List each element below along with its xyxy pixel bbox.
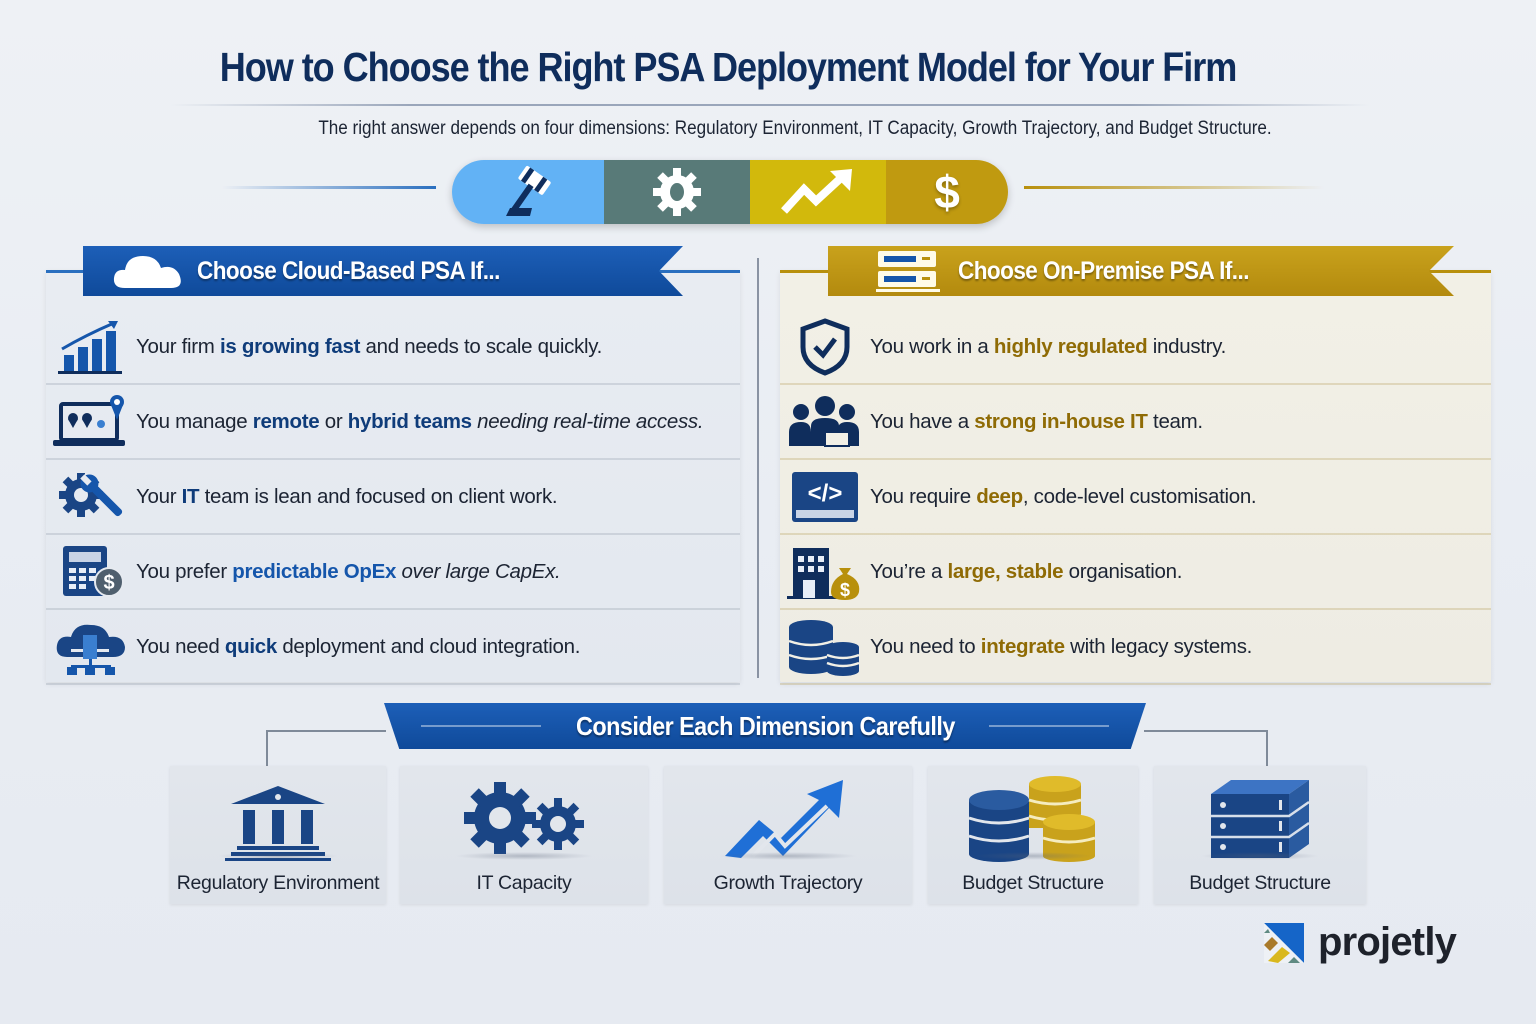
connector-line-right [1144, 730, 1268, 766]
premise-criterion-row: $ You’re a large, stable organisation. [780, 535, 1491, 610]
cloud-criterion-row: Your IT team is lean and focused on clie… [46, 460, 740, 535]
cloud-criterion-row: $ You prefer predictable OpEx over large… [46, 535, 740, 610]
on-premise-panel: You work in a highly regulated industry.… [780, 270, 1491, 685]
dimension-card-it-capacity: IT Capacity [400, 766, 648, 904]
icon-bar-left-line [222, 186, 436, 189]
gavel-icon [452, 160, 604, 224]
svg-text:</>: </> [808, 480, 843, 507]
dimension-card-growth: Growth Trajectory [664, 766, 912, 904]
coin-stacks-icon [928, 766, 1138, 862]
dimension-label: Budget Structure [962, 872, 1104, 894]
gear-wrench-icon [46, 467, 136, 527]
calculator-dollar-icon: $ [46, 542, 136, 602]
icon-bar-right-line [1024, 186, 1324, 189]
svg-text:$: $ [840, 580, 850, 600]
on-premise-title: Choose On-Premise PSA If... [958, 256, 1249, 285]
dimension-card-regulatory: Regulatory Environment [170, 766, 386, 904]
dimensions-title: Consider Each Dimension Carefully [575, 710, 955, 741]
code-window-icon: </> [780, 470, 870, 524]
dimension-label: Budget Structure [1189, 872, 1331, 894]
premise-criterion-row: </> You require deep, code-level customi… [780, 460, 1491, 535]
title-divider [170, 104, 1370, 106]
dimension-icon-bar: $ [452, 160, 1008, 224]
cloud-based-header: Choose Cloud-Based PSA If... [83, 246, 683, 296]
on-premise-header: Choose On-Premise PSA If... [828, 246, 1454, 296]
svg-text:$: $ [103, 572, 114, 594]
brand-logo: projetly [1262, 920, 1457, 965]
trend-up-arrow-icon [750, 160, 886, 224]
projetly-logo-icon [1264, 922, 1304, 963]
cloud-based-title: Choose Cloud-Based PSA If... [197, 256, 500, 285]
premise-criterion-row: You have a strong in-house IT team. [780, 385, 1491, 460]
cloud-criterion-row: You manage remote or hybrid teams needin… [46, 385, 740, 460]
cloud-icon [111, 252, 185, 290]
dimensions-header: Consider Each Dimension Carefully [384, 703, 1146, 749]
cloud-network-icon [46, 617, 136, 677]
it-team-icon [780, 394, 870, 450]
connector-line-left [266, 730, 386, 766]
gears-icon [400, 766, 648, 862]
dimension-label: Regulatory Environment [176, 872, 380, 894]
dimension-card-budget-coins: Budget Structure [928, 766, 1138, 904]
dollar-icon: $ [886, 160, 1008, 224]
dimension-card-budget-server: Budget Structure [1154, 766, 1366, 904]
dimension-label: Growth Trajectory [713, 872, 863, 894]
brand-name: projetly [1318, 920, 1457, 964]
cloud-criterion-row: You need quick deployment and cloud inte… [46, 610, 740, 685]
building-money-bag-icon: $ [780, 542, 870, 602]
gear-icon [604, 160, 750, 224]
cloud-criterion-row: Your firm is growing fast and needs to s… [46, 310, 740, 385]
page-title: How to Choose the Right PSA Deployment M… [219, 44, 1238, 90]
panel-divider [757, 258, 759, 678]
growth-bar-chart-icon [46, 319, 136, 375]
database-stack-icon [780, 617, 870, 677]
government-building-icon [170, 766, 386, 862]
cloud-based-panel: Your firm is growing fast and needs to s… [46, 270, 740, 685]
dimension-label: IT Capacity [476, 872, 572, 894]
premise-criterion-row: You work in a highly regulated industry. [780, 310, 1491, 385]
server-rack-icon [1154, 766, 1366, 862]
premise-criterion-row: You need to integrate with legacy system… [780, 610, 1491, 685]
server-icon [876, 249, 942, 293]
shield-check-icon [780, 317, 870, 377]
growth-arrow-icon [664, 766, 912, 862]
page-subtitle: The right answer depends on four dimensi… [318, 118, 1272, 139]
laptop-location-pins-icon [46, 392, 136, 452]
